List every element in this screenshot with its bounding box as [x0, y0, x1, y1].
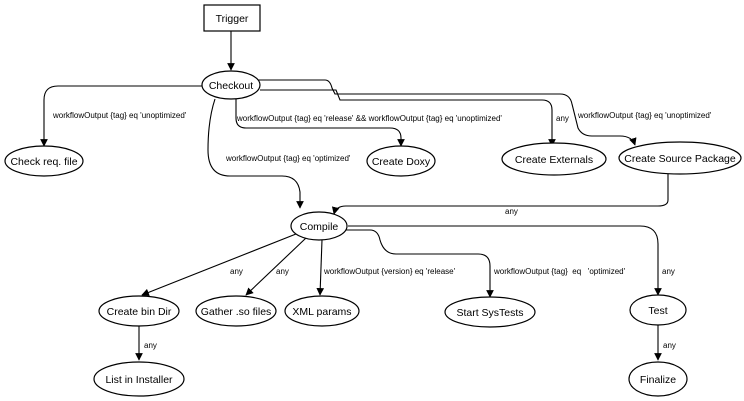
- node-create-externals-label: Create Externals: [515, 154, 593, 166]
- node-compile-label: Compile: [300, 221, 339, 233]
- node-checkout[interactable]: Checkout: [201, 70, 261, 100]
- node-list-in-installer[interactable]: List in Installer: [93, 361, 185, 397]
- node-create-doxy-label: Create Doxy: [372, 156, 431, 168]
- node-gather-so-files-label: Gather .so files: [201, 306, 272, 318]
- edge-checkout-check-req: [40, 85, 203, 147]
- node-create-source-package-label: Create Source Package: [624, 153, 736, 165]
- node-compile[interactable]: Compile: [290, 211, 348, 241]
- edge-label-checkout-compile: workflowOutput {tag} eq 'optimized': [225, 154, 351, 163]
- node-checkout-label: Checkout: [209, 80, 253, 92]
- edge-checkout-externals: [260, 89, 556, 147]
- node-finalize-label: Finalize: [640, 374, 676, 386]
- edge-checkout-doxy: [235, 99, 405, 147]
- node-test-label: Test: [648, 305, 667, 317]
- node-list-in-installer-label: List in Installer: [105, 374, 173, 386]
- edge-label-bin-dir-installer: any: [144, 341, 157, 350]
- node-trigger-label: Trigger: [216, 13, 249, 25]
- node-create-bin-dir[interactable]: Create bin Dir: [98, 295, 180, 327]
- node-create-source-package[interactable]: Create Source Package: [618, 141, 742, 175]
- edge-compile-test: [348, 225, 662, 296]
- edge-label-compile-xml: workflowOutput {version} eq 'release': [323, 267, 456, 276]
- edge-label-checkout-check-req: workflowOutput {tag} eq 'unoptimized': [52, 111, 187, 120]
- node-check-req-file[interactable]: Check req. file: [4, 145, 84, 177]
- node-trigger[interactable]: Trigger: [203, 4, 261, 32]
- node-create-doxy[interactable]: Create Doxy: [366, 145, 436, 177]
- edge-compile-systests: [345, 229, 494, 298]
- edge-label-compile-bin-dir: any: [230, 267, 243, 276]
- edge-source-package-compile: [331, 172, 669, 215]
- edge-compile-xml: [316, 239, 325, 296]
- node-finalize[interactable]: Finalize: [628, 361, 688, 397]
- edge-label-source-package-compile: any: [505, 207, 518, 216]
- edge-label-checkout-externals: any: [556, 114, 569, 123]
- node-check-req-file-label: Check req. file: [10, 156, 77, 168]
- node-start-systests[interactable]: Start SysTests: [444, 296, 536, 328]
- edge-label-checkout-source-package: workflowOutput {tag} eq 'unoptimized': [577, 111, 712, 120]
- edge-compile-bin-dir: [141, 233, 297, 297]
- node-xml-params[interactable]: XML params: [284, 295, 360, 327]
- edge-label-test-finalize: any: [663, 341, 676, 350]
- node-xml-params-label: XML params: [292, 306, 351, 318]
- edge-label-checkout-doxy: workflowOutput {tag} eq 'release' && wor…: [236, 114, 502, 123]
- edge-label-compile-test: any: [662, 267, 675, 276]
- node-start-systests-label: Start SysTests: [456, 307, 523, 319]
- node-create-externals[interactable]: Create Externals: [501, 142, 607, 176]
- node-create-bin-dir-label: Create bin Dir: [107, 306, 172, 318]
- node-gather-so-files[interactable]: Gather .so files: [195, 295, 277, 327]
- edge-checkout-source-package: [258, 79, 637, 146]
- edge-checkout-compile: [207, 98, 304, 209]
- edge-label-compile-systests: workflowOutput {tag} eq 'optimized': [493, 267, 626, 276]
- node-test[interactable]: Test: [629, 294, 687, 326]
- edge-compile-so-files: [245, 237, 307, 296]
- edge-label-compile-so-files: any: [276, 267, 289, 276]
